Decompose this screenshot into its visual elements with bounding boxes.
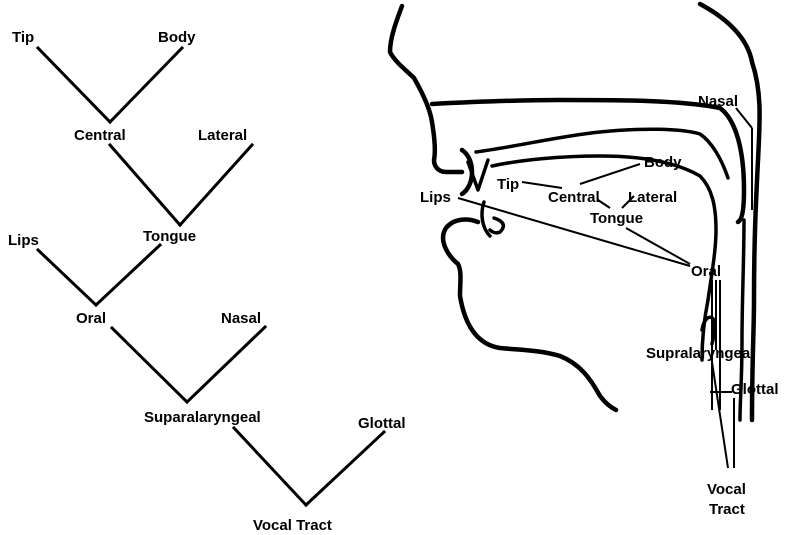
tree-label-tongue: Tongue — [143, 228, 196, 245]
face-outline — [390, 6, 462, 172]
edge-lateral-tongue — [180, 145, 252, 225]
head-label-tract: Tract — [709, 501, 745, 518]
edge-central-tongue — [110, 145, 180, 225]
edge-tip-central — [38, 48, 110, 122]
head-label-lateral: Lateral — [628, 189, 677, 206]
tree-label-lateral: Lateral — [198, 127, 247, 144]
head-label-central: Central — [548, 189, 600, 206]
head-label-vocal: Vocal — [707, 481, 746, 498]
tree-label-central: Central — [74, 127, 126, 144]
pointer-tip-central — [522, 182, 562, 188]
edge-oral-supralaryngeal — [112, 328, 187, 402]
head-label-tip: Tip — [497, 176, 519, 193]
feature-tree: Tip Body Central Lateral Lips Tongue Ora… — [8, 29, 406, 534]
head-label-glottal: Glottal — [731, 381, 779, 398]
tree-label-glottal: Glottal — [358, 415, 406, 432]
edge-body-central — [110, 48, 182, 122]
pointer-tongue-oral — [626, 228, 690, 264]
tree-label-supralaryngeal: Suparalaryngeal — [144, 409, 261, 426]
head-label-supralaryngeal: Supralaryngeal — [646, 345, 754, 362]
tree-label-nasal: Nasal — [221, 310, 261, 327]
head-label-nasal: Nasal — [698, 93, 738, 110]
tree-label-lips: Lips — [8, 232, 39, 249]
pointer-body-central — [580, 164, 640, 184]
tree-label-body: Body — [158, 29, 196, 46]
lower-lip-marker — [482, 202, 503, 236]
head-label-body: Body — [644, 154, 682, 171]
edge-lips-oral — [38, 250, 96, 305]
lower-lip-chin-outline — [443, 220, 616, 410]
edge-glottal-vocal-tract — [306, 432, 384, 505]
pointer-nasal — [736, 108, 752, 128]
head-profile: Nasal Body Lips Tip Central Lateral Tong… — [390, 4, 779, 518]
tongue-body-outline — [492, 156, 716, 360]
head-label-tongue: Tongue — [590, 210, 643, 227]
edge-tongue-oral — [96, 245, 160, 305]
tree-label-vocal-tract: Vocal Tract — [253, 517, 332, 534]
head-label-lips: Lips — [420, 189, 451, 206]
tree-label-oral: Oral — [76, 310, 106, 327]
head-label-oral: Oral — [691, 263, 721, 280]
edge-supralaryngeal-vocal-tract — [234, 428, 306, 505]
tree-label-tip: Tip — [12, 29, 34, 46]
edge-nasal-supralaryngeal — [187, 327, 265, 402]
pointer-central-tongue — [598, 200, 610, 208]
